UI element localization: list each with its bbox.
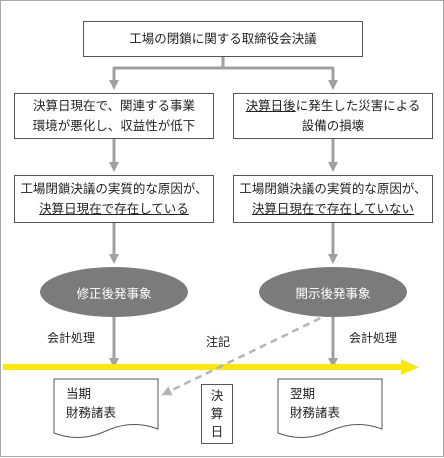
closing-date-box: 決 算 日 — [201, 384, 233, 444]
left-cause-line-2: 環境が悪化し、収益性が低下 — [32, 118, 196, 133]
current-period-line-2: 財務諸表 — [66, 405, 117, 420]
left-cause-box: 決算日現在で、関連する事業 環境が悪化し、収益性が低下 — [14, 93, 214, 139]
next-period-line-2: 財務諸表 — [290, 405, 341, 420]
closing-date-char-1: 決 — [210, 388, 224, 403]
right-accounting-label: 会計処理 — [349, 331, 398, 345]
current-period-statement: 当期 財務諸表 — [54, 379, 158, 429]
right-judgment-line-1: 工場閉鎖決議の実質的な原因が、 — [239, 181, 427, 196]
next-period-line-1: 翌期 — [290, 386, 316, 401]
left-cause-line-1: 決算日現在で、関連する事業 — [32, 98, 195, 113]
left-accounting-label: 会計処理 — [47, 331, 96, 345]
right-cause-line-1: 決算日後に発生した災害による — [246, 96, 421, 116]
left-judgment-line-1: 工場閉鎖決議の実質的な原因が、 — [20, 181, 208, 196]
closing-date-char-3: 日 — [210, 424, 224, 439]
next-period-statement-shape — [277, 378, 383, 438]
left-judgment-box: 工場閉鎖決議の実質的な原因が、 決算日現在で存在している — [14, 175, 214, 223]
adjusting-event-ellipse: 修正後発事象 — [40, 267, 188, 317]
adjusting-event-label: 修正後発事象 — [76, 285, 152, 301]
right-judgment-line-2: 決算日現在で存在していない — [251, 201, 415, 216]
next-period-statement: 翌期 財務諸表 — [278, 379, 382, 429]
left-judgment-line-2: 決算日現在で存在している — [39, 201, 189, 216]
closing-date-char-2: 算 — [210, 406, 224, 421]
current-period-line-1: 当期 — [66, 386, 92, 401]
right-cause-box: 決算日後に発生した災害による 設備の損壊 — [233, 93, 433, 139]
right-cause-underlined-part: 決算日後 — [245, 98, 296, 113]
right-cause-line-1-rest: に発生した災害による — [295, 98, 421, 113]
non-adjusting-event-ellipse: 開示後発事象 — [259, 267, 407, 317]
current-period-statement-shape — [53, 378, 159, 438]
note-label: 注記 — [206, 335, 231, 349]
board-resolution-box: 工場の閉鎖に関する取締役会決議 — [83, 21, 363, 57]
note-dashed-arrow — [161, 311, 332, 396]
right-cause-line-2: 設備の損壊 — [301, 118, 365, 133]
non-adjusting-event-label: 開示後発事象 — [295, 285, 371, 301]
right-judgment-box: 工場閉鎖決議の実質的な原因が、 決算日現在で存在していない — [233, 175, 433, 223]
board-resolution-text: 工場の閉鎖に関する取締役会決議 — [129, 31, 317, 46]
